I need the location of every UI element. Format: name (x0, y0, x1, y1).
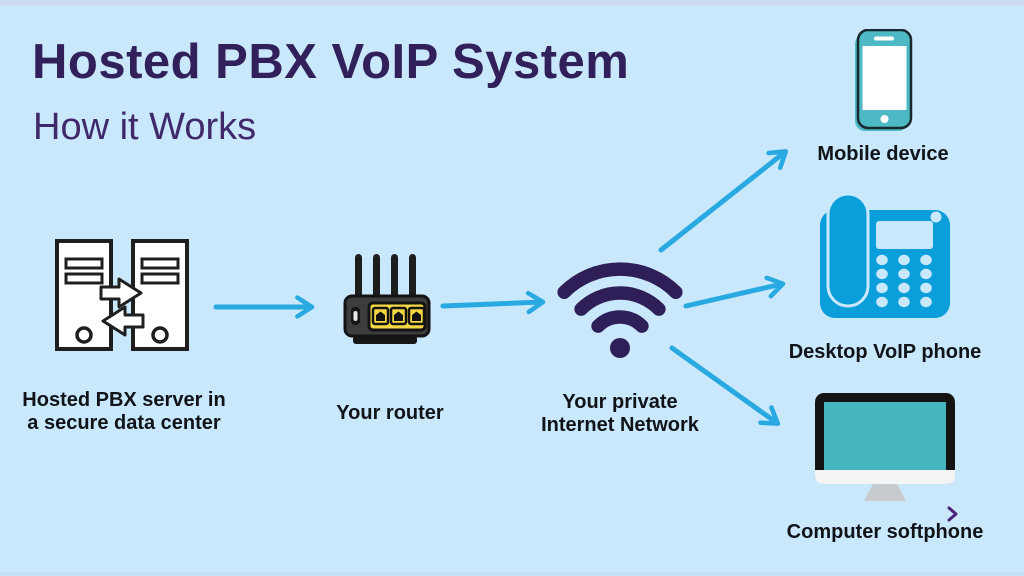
wifi-signal-icon (557, 262, 683, 358)
network-label-line2: Internet Network (541, 414, 699, 436)
network-label: Your private Internet Network (541, 391, 699, 437)
desktop-monitor-icon (815, 393, 955, 501)
bottom-edge-strip (0, 572, 1024, 576)
arrow-network-to-desk-phone (683, 275, 786, 309)
arrow-network-to-mobile (658, 149, 789, 253)
server-label-line1: Hosted PBX server in (22, 389, 226, 411)
chevron-right-icon[interactable] (947, 506, 959, 522)
wifi-router-icon (343, 254, 431, 344)
top-edge-strip (0, 0, 1024, 6)
page-title: Hosted PBX VoIP System (32, 35, 630, 89)
page-subtitle: How it Works (33, 106, 257, 148)
mobile-label: Mobile device (817, 143, 949, 165)
computer-label: Computer softphone (786, 521, 984, 543)
smartphone-icon (855, 29, 913, 131)
router-label: Your router (336, 402, 444, 424)
network-label-line1: Your private (562, 391, 678, 413)
arrow-router-to-network (440, 290, 546, 315)
server-towers-icon (55, 239, 189, 351)
desk-phone-icon (820, 193, 950, 318)
server-label: Hosted PBX server in a secure data cente… (22, 389, 225, 435)
server-label-line2: a secure data center (27, 412, 221, 434)
desktop-phone-label: Desktop VoIP phone (788, 341, 982, 363)
